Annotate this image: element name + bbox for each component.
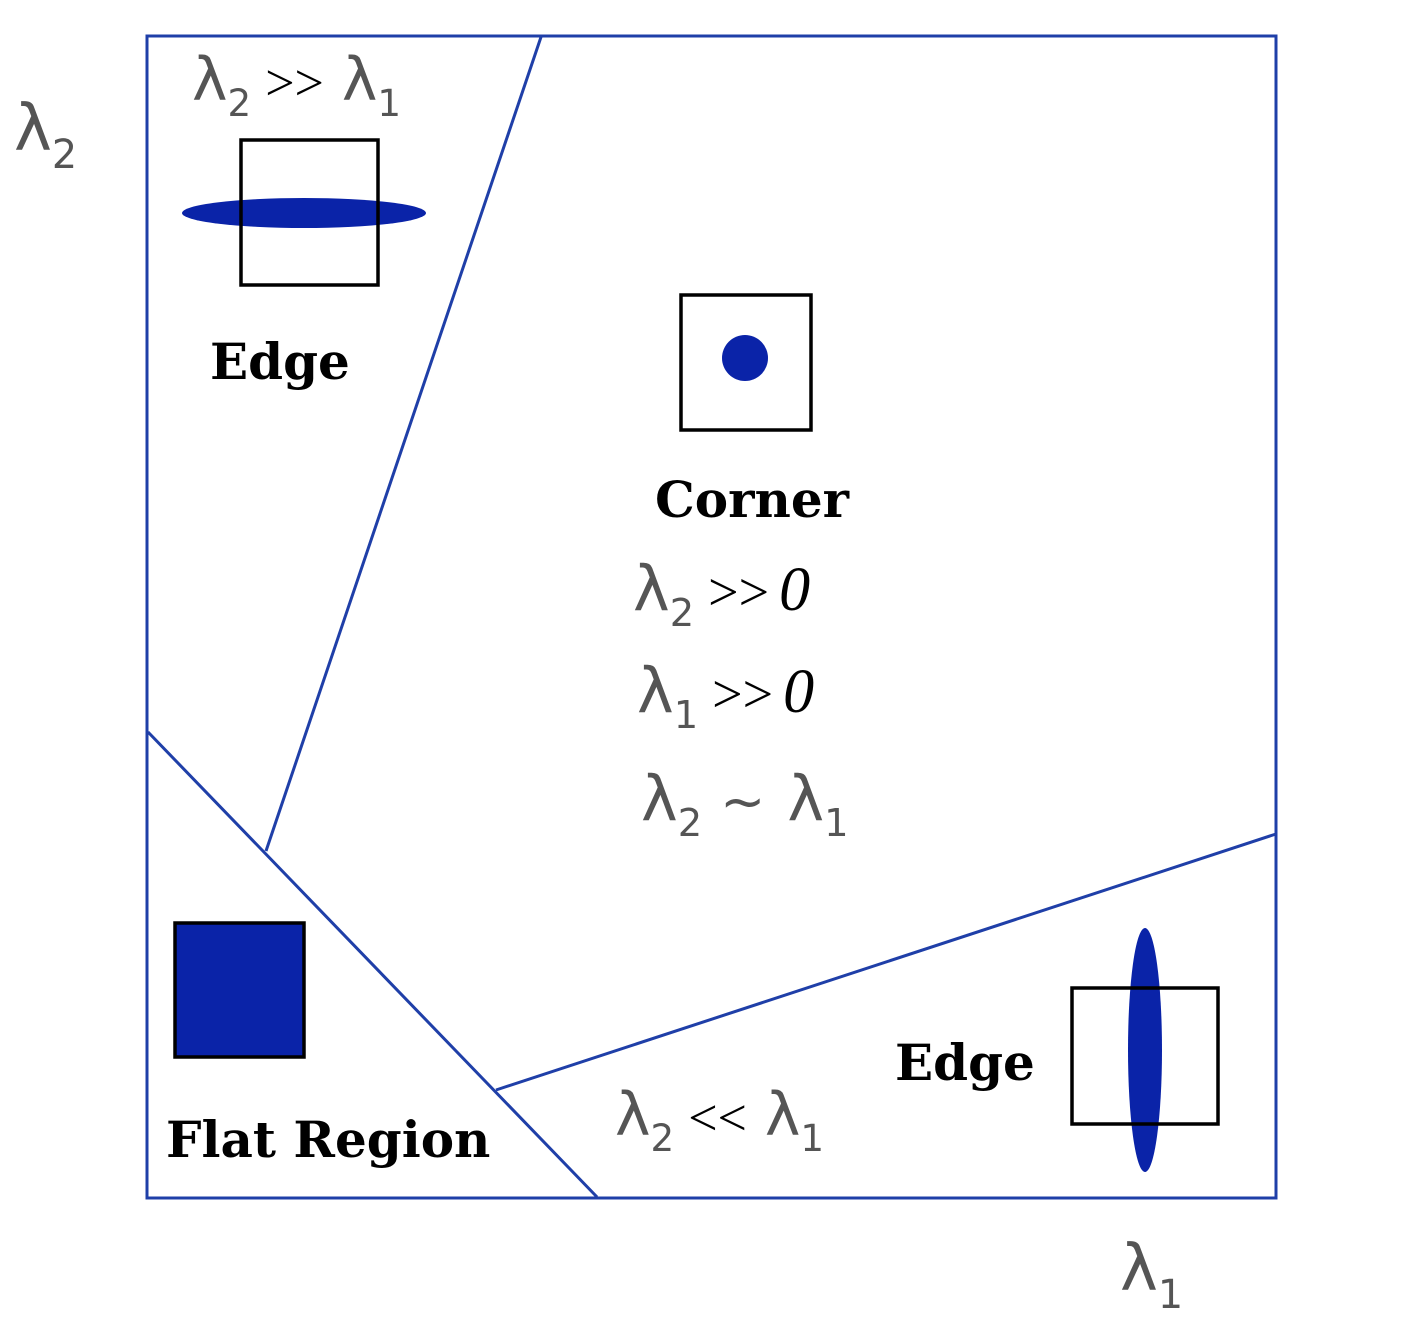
flat-label: Flat Region xyxy=(166,1110,490,1169)
boundary-edge-bottom xyxy=(495,832,1277,1092)
x-axis-label: λ1 xyxy=(1120,1232,1183,1318)
corner-condition-1: λ2>>0 xyxy=(633,552,810,636)
edge-top-label: Edge xyxy=(210,332,350,391)
flat-window xyxy=(173,921,306,1059)
corner-label: Corner xyxy=(655,470,850,529)
corner-dot xyxy=(722,335,768,381)
corner-window xyxy=(679,293,813,432)
edge-top-window xyxy=(239,138,380,287)
edge-bottom-condition: λ2<<λ1 xyxy=(615,1080,824,1160)
y-axis-label: λ2 xyxy=(14,92,77,178)
edge-bottom-label: Edge xyxy=(895,1033,1035,1092)
edge-top-horizontal-blob xyxy=(182,198,426,228)
edge-top-condition: λ2>>λ1 xyxy=(192,45,401,125)
corner-condition-3: λ2~λ1 xyxy=(641,762,849,846)
plot-frame xyxy=(145,34,1278,1200)
boundary-edge-top xyxy=(264,36,543,852)
edge-bottom-window xyxy=(1070,986,1220,1126)
corner-condition-2: λ1>>0 xyxy=(637,654,814,738)
edge-bottom-vertical-blob xyxy=(1128,928,1162,1172)
boundary-flat xyxy=(146,730,599,1199)
